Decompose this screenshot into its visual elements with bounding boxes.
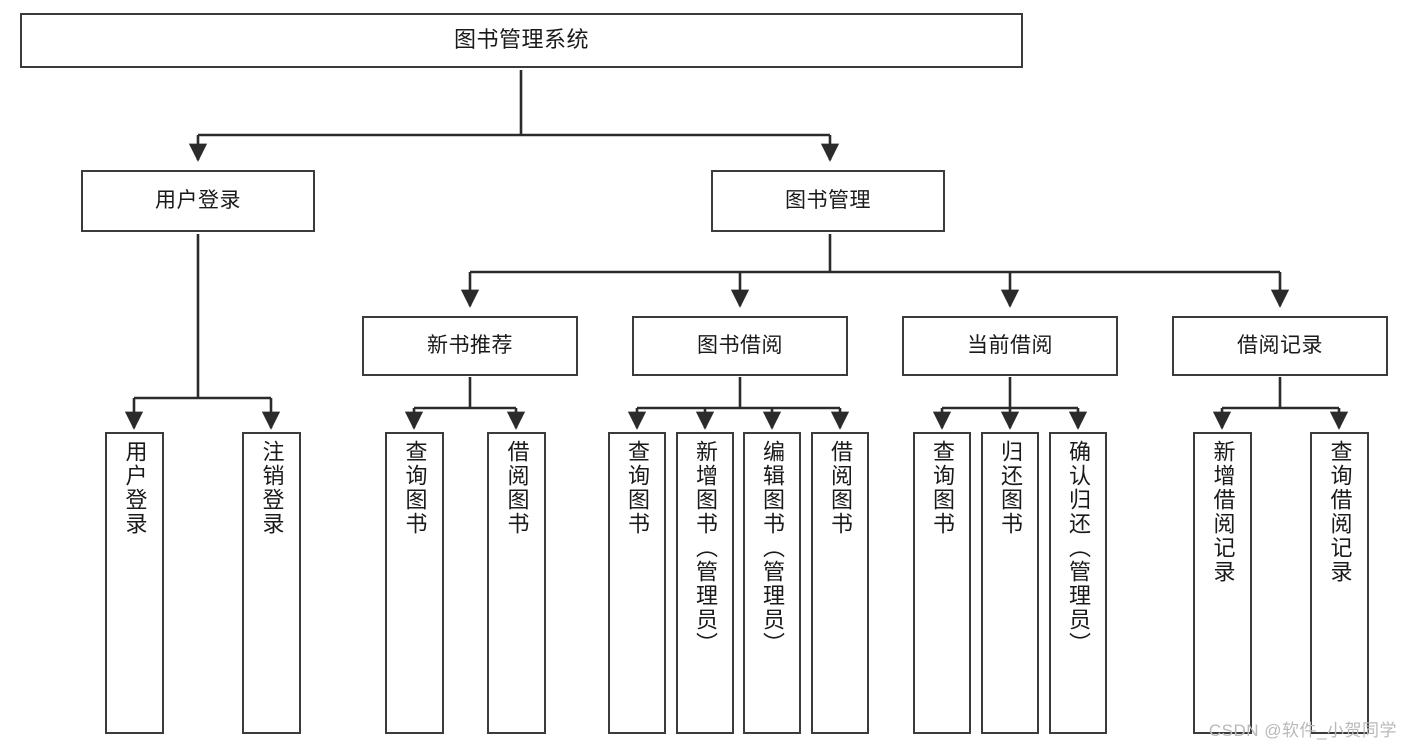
node-label: 用户登录	[155, 189, 241, 213]
node-current-borrow[interactable]: 当前借阅	[902, 316, 1118, 376]
node-label: 新增借阅记录	[1210, 440, 1236, 584]
leaf-book-borrow-edit-book-admin[interactable]: 编辑图书（管理员）	[743, 432, 801, 734]
node-label: 借阅记录	[1237, 334, 1323, 358]
node-label: 图书管理系统	[453, 27, 589, 53]
leaf-new-book-borrow-book[interactable]: 借阅图书	[487, 432, 546, 734]
node-label: 查询图书	[402, 440, 428, 536]
leaf-new-book-query-book[interactable]: 查询图书	[385, 432, 444, 734]
leaf-book-borrow-query-book[interactable]: 查询图书	[608, 432, 666, 734]
leaf-user-login-login[interactable]: 用户登录	[105, 432, 164, 734]
leaf-book-borrow-add-book-admin[interactable]: 新增图书（管理员）	[676, 432, 734, 734]
node-label: 借阅图书	[828, 440, 853, 536]
node-label: 查询图书	[625, 440, 650, 536]
leaf-borrow-record-query-record[interactable]: 查询借阅记录	[1310, 432, 1369, 734]
node-label: 确认归还（管理员）	[1066, 440, 1091, 656]
node-label: 用户登录	[122, 440, 148, 536]
leaf-book-borrow-borrow-book[interactable]: 借阅图书	[811, 432, 869, 734]
leaf-borrow-record-add-record[interactable]: 新增借阅记录	[1193, 432, 1252, 734]
node-label: 查询借阅记录	[1327, 440, 1353, 584]
leaf-current-borrow-return-book[interactable]: 归还图书	[981, 432, 1039, 734]
node-label: 当前借阅	[967, 334, 1053, 358]
node-label: 借阅图书	[504, 440, 530, 536]
node-borrow-record[interactable]: 借阅记录	[1172, 316, 1388, 376]
node-user-login[interactable]: 用户登录	[81, 170, 315, 232]
watermark: CSDN @软件_小贺同学	[1208, 721, 1397, 740]
leaf-current-borrow-confirm-return-admin[interactable]: 确认归还（管理员）	[1049, 432, 1107, 734]
node-label: 图书借阅	[697, 334, 783, 358]
node-label: 查询图书	[930, 440, 955, 536]
leaf-current-borrow-query-book[interactable]: 查询图书	[913, 432, 971, 734]
node-label: 新增图书（管理员）	[693, 440, 718, 656]
node-label: 归还图书	[998, 440, 1023, 536]
node-label: 图书管理	[785, 189, 871, 213]
node-root-book-management-system[interactable]: 图书管理系统	[20, 13, 1023, 68]
node-label: 注销登录	[259, 440, 285, 536]
node-book-borrow[interactable]: 图书借阅	[632, 316, 848, 376]
node-new-book-recommend[interactable]: 新书推荐	[362, 316, 578, 376]
node-book-management[interactable]: 图书管理	[711, 170, 945, 232]
leaf-user-login-logout[interactable]: 注销登录	[242, 432, 301, 734]
node-label: 编辑图书（管理员）	[760, 440, 785, 656]
node-label: 新书推荐	[427, 334, 513, 358]
